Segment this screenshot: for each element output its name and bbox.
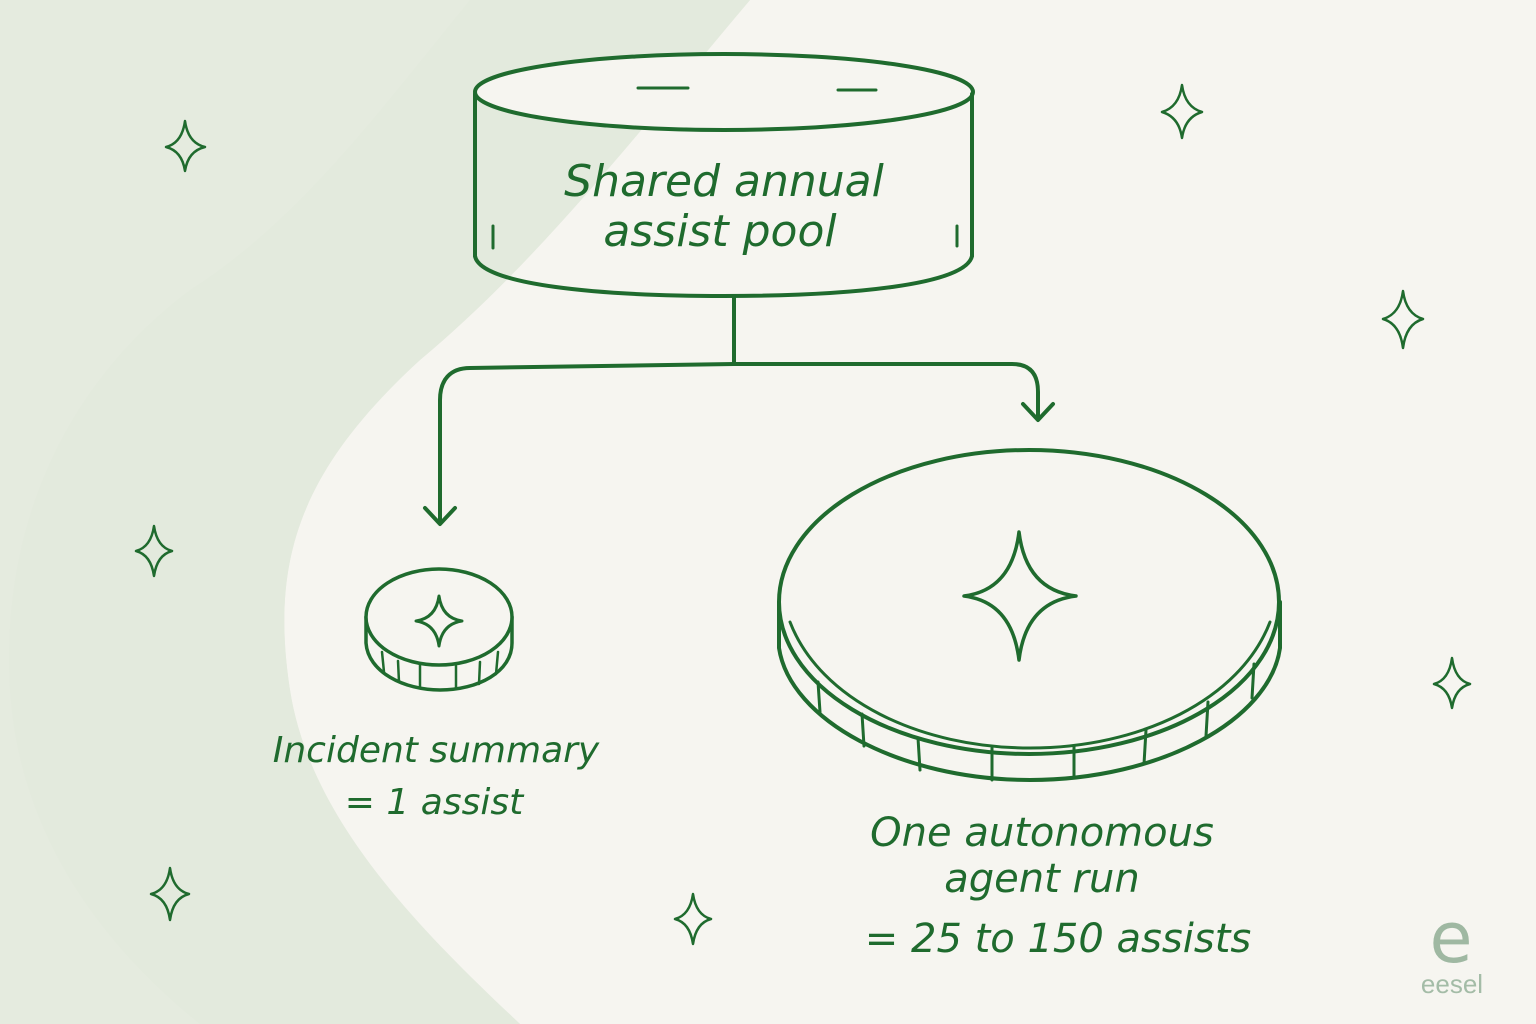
logo-mark: e	[1429, 897, 1472, 979]
pool-cylinder	[473, 52, 975, 298]
sparkle-icon	[673, 892, 713, 946]
background-blob-left	[9, 0, 750, 1024]
eesel-logo: e eesel	[1421, 897, 1483, 999]
connector-right-branch	[732, 362, 1040, 420]
small-coin	[364, 567, 514, 692]
sparkle-icon	[414, 594, 464, 648]
sparkle-icon	[1160, 83, 1204, 140]
sparkle-icon	[134, 524, 174, 578]
small-coin-face	[364, 567, 514, 667]
large-coin-face	[777, 448, 1281, 756]
large-coin-label-line1: One autonomous	[870, 810, 1214, 856]
small-coin-label-line1: Incident summary	[273, 730, 600, 771]
large-coin	[777, 448, 1282, 782]
logo-wordmark: eesel	[1421, 969, 1483, 999]
pool-label-line2: assist pool	[603, 206, 837, 257]
pool-cylinder-top	[473, 52, 975, 132]
pool-label-line1: Shared annual	[564, 156, 884, 207]
connector	[423, 294, 1055, 526]
sparkle-icon	[1432, 656, 1472, 710]
connector-left-branch	[438, 362, 736, 524]
sparkle-icon	[1381, 289, 1425, 350]
large-coin-label-line3: = 25 to 150 assists	[865, 916, 1251, 962]
arrowhead-right	[1021, 402, 1055, 422]
sparkle-icon	[962, 530, 1078, 662]
large-coin-label-line2: agent run	[944, 856, 1139, 902]
small-coin-label-line2: = 1 assist	[345, 782, 525, 823]
sparkle-icon	[149, 866, 191, 922]
arrowhead-left	[423, 506, 457, 526]
sparkle-icon	[164, 119, 207, 173]
